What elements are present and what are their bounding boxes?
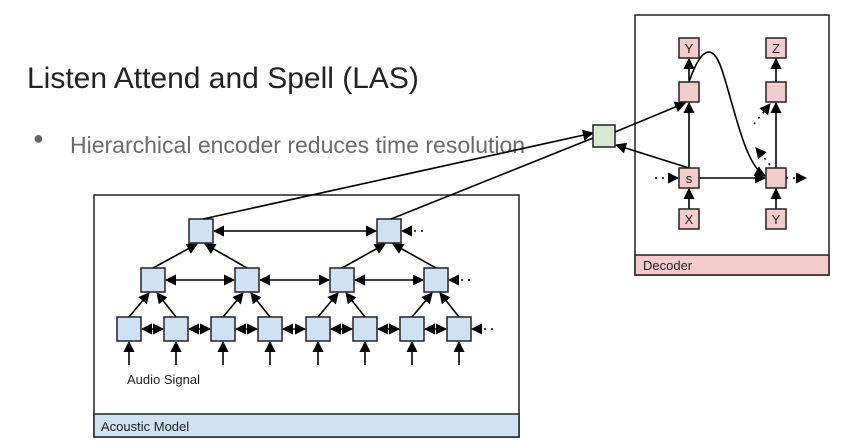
attention-cell bbox=[592, 124, 616, 148]
encoder-cell bbox=[376, 218, 402, 244]
encoder-cell bbox=[352, 316, 378, 342]
encoder-cell bbox=[188, 218, 214, 244]
encoder-cell bbox=[305, 316, 331, 342]
bullet-text: Hierarchical encoder reduces time resolu… bbox=[70, 132, 526, 158]
audio-signal-label: Audio Signal bbox=[127, 372, 200, 387]
encoder-cell bbox=[257, 316, 283, 342]
pyramid-arrow bbox=[128, 292, 150, 318]
encoder-cell bbox=[163, 316, 189, 342]
acoustic-model-panel: Acoustic Model Audio Signal bbox=[93, 194, 520, 438]
encoder-cell bbox=[140, 267, 166, 293]
encoder-cell bbox=[446, 316, 472, 342]
pyramid-arrow bbox=[439, 292, 460, 318]
pyramid-arrow bbox=[317, 292, 339, 318]
encoder-network bbox=[116, 218, 493, 365]
feedback-curve-arrow bbox=[688, 51, 766, 177]
pyramid-arrow bbox=[392, 243, 437, 269]
encoder-cell bbox=[234, 267, 260, 293]
pyramid-arrow bbox=[250, 292, 271, 318]
pyramid-arrow bbox=[345, 292, 366, 318]
pyramid-arrow bbox=[341, 243, 386, 269]
pyramid-arrow bbox=[222, 292, 244, 318]
decoder-cell bbox=[765, 208, 787, 230]
decoder-cell bbox=[678, 167, 700, 189]
decoder-label: Decoder bbox=[643, 258, 693, 273]
encoder-to-attention-line bbox=[390, 137, 594, 220]
slide-title: Listen Attend and Spell (LAS) bbox=[27, 62, 419, 95]
decoder-panel: Decoder bbox=[634, 14, 830, 276]
decoder-network: YsX Z Y bbox=[202, 37, 808, 230]
state-to-attention-arrow bbox=[614, 142, 690, 169]
pyramid-arrow bbox=[152, 243, 198, 269]
decoder-cell bbox=[765, 167, 787, 189]
decoder-node-label-in1: X bbox=[685, 212, 694, 227]
decoder-node-label-in2: Y bbox=[772, 212, 781, 227]
decoder-cell bbox=[678, 37, 700, 59]
pyramid-arrow bbox=[411, 292, 433, 318]
acoustic-model-label: Acoustic Model bbox=[101, 419, 189, 434]
decoder-node-label-out1: Y bbox=[685, 41, 694, 56]
decoder-cell bbox=[765, 37, 787, 59]
bullet-icon: ● bbox=[33, 128, 44, 148]
decoder-cell bbox=[678, 208, 700, 230]
encoder-cell bbox=[399, 316, 425, 342]
pyramid-arrow bbox=[204, 243, 248, 269]
decoder-cell bbox=[765, 81, 787, 103]
encoder-cell bbox=[329, 267, 355, 293]
pyramid-arrow bbox=[156, 292, 177, 318]
decoder-node-label-state: s bbox=[686, 171, 693, 186]
encoder-cell bbox=[423, 267, 449, 293]
attention-dotted-arrow bbox=[753, 103, 771, 125]
encoder-cell bbox=[116, 316, 142, 342]
decoder-node-label-out2: Z bbox=[772, 41, 780, 56]
attention-context-arrow bbox=[614, 101, 687, 133]
encoder-cell bbox=[210, 316, 236, 342]
encoder-to-attention-line bbox=[202, 129, 595, 220]
decoder-cell bbox=[678, 81, 700, 103]
